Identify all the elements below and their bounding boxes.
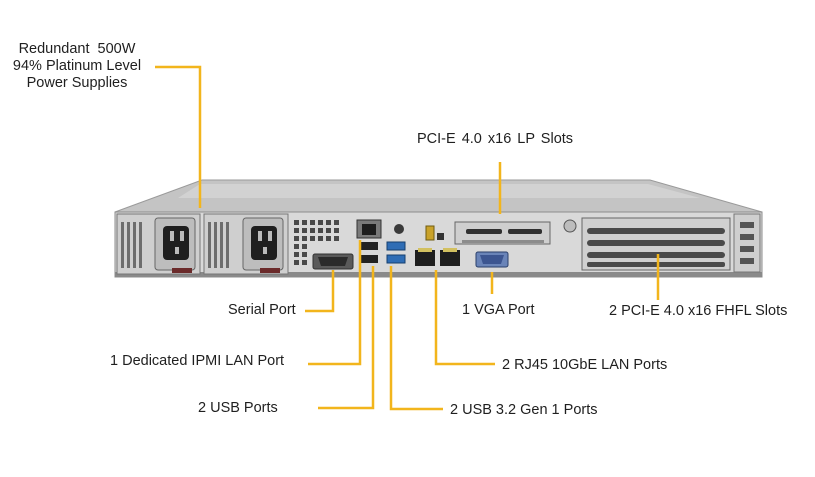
serial-port (312, 253, 354, 270)
lp-slots-label: PCI-E 4.0 x16 LP Slots (417, 131, 574, 147)
power-supply-2 (203, 213, 289, 275)
callout-psu (155, 65, 202, 208)
rj45-lan-ports (415, 248, 460, 266)
usb32-ports-label: 2 USB 3.2 Gen 1 Ports (450, 402, 598, 418)
usb-ports (360, 242, 378, 263)
serial-port-label: Serial Port (228, 302, 296, 318)
rj45-ports-label: 2 RJ45 10GbE LAN Ports (502, 357, 668, 373)
callout-rj45 (434, 270, 495, 366)
vga-port (475, 251, 509, 268)
callout-ipmi (308, 240, 362, 366)
callout-lines (155, 65, 660, 411)
fhfl-slots-label: 2 PCI-E 4.0 x16 FHFL Slots (609, 303, 788, 319)
callout-usb32 (389, 266, 443, 411)
callout-serial (305, 270, 335, 313)
ipmi-lan-port (356, 219, 382, 239)
psu-label-line2: 94% Platinum Level (12, 58, 142, 74)
usb32-ports (386, 241, 406, 264)
vga-port-label: 1 VGA Port (462, 302, 535, 318)
psu-label: Redundant 500W 94% Platinum Level Power … (2, 41, 152, 92)
psu-label-line3: Power Supplies (26, 75, 128, 91)
callout-usb (318, 266, 375, 410)
chassis-top-highlight (178, 184, 700, 198)
rack-ear (733, 213, 761, 273)
power-supply-1 (116, 213, 201, 275)
pcie-fhfl-slots (581, 217, 731, 271)
pcie-lp-slots (454, 221, 551, 245)
usb-ports-label: 2 USB Ports (198, 400, 278, 416)
ventilation-grid (294, 220, 339, 265)
psu-label-line1: Redundant 500W (18, 41, 136, 57)
ipmi-port-label: 1 Dedicated IPMI LAN Port (110, 353, 285, 369)
